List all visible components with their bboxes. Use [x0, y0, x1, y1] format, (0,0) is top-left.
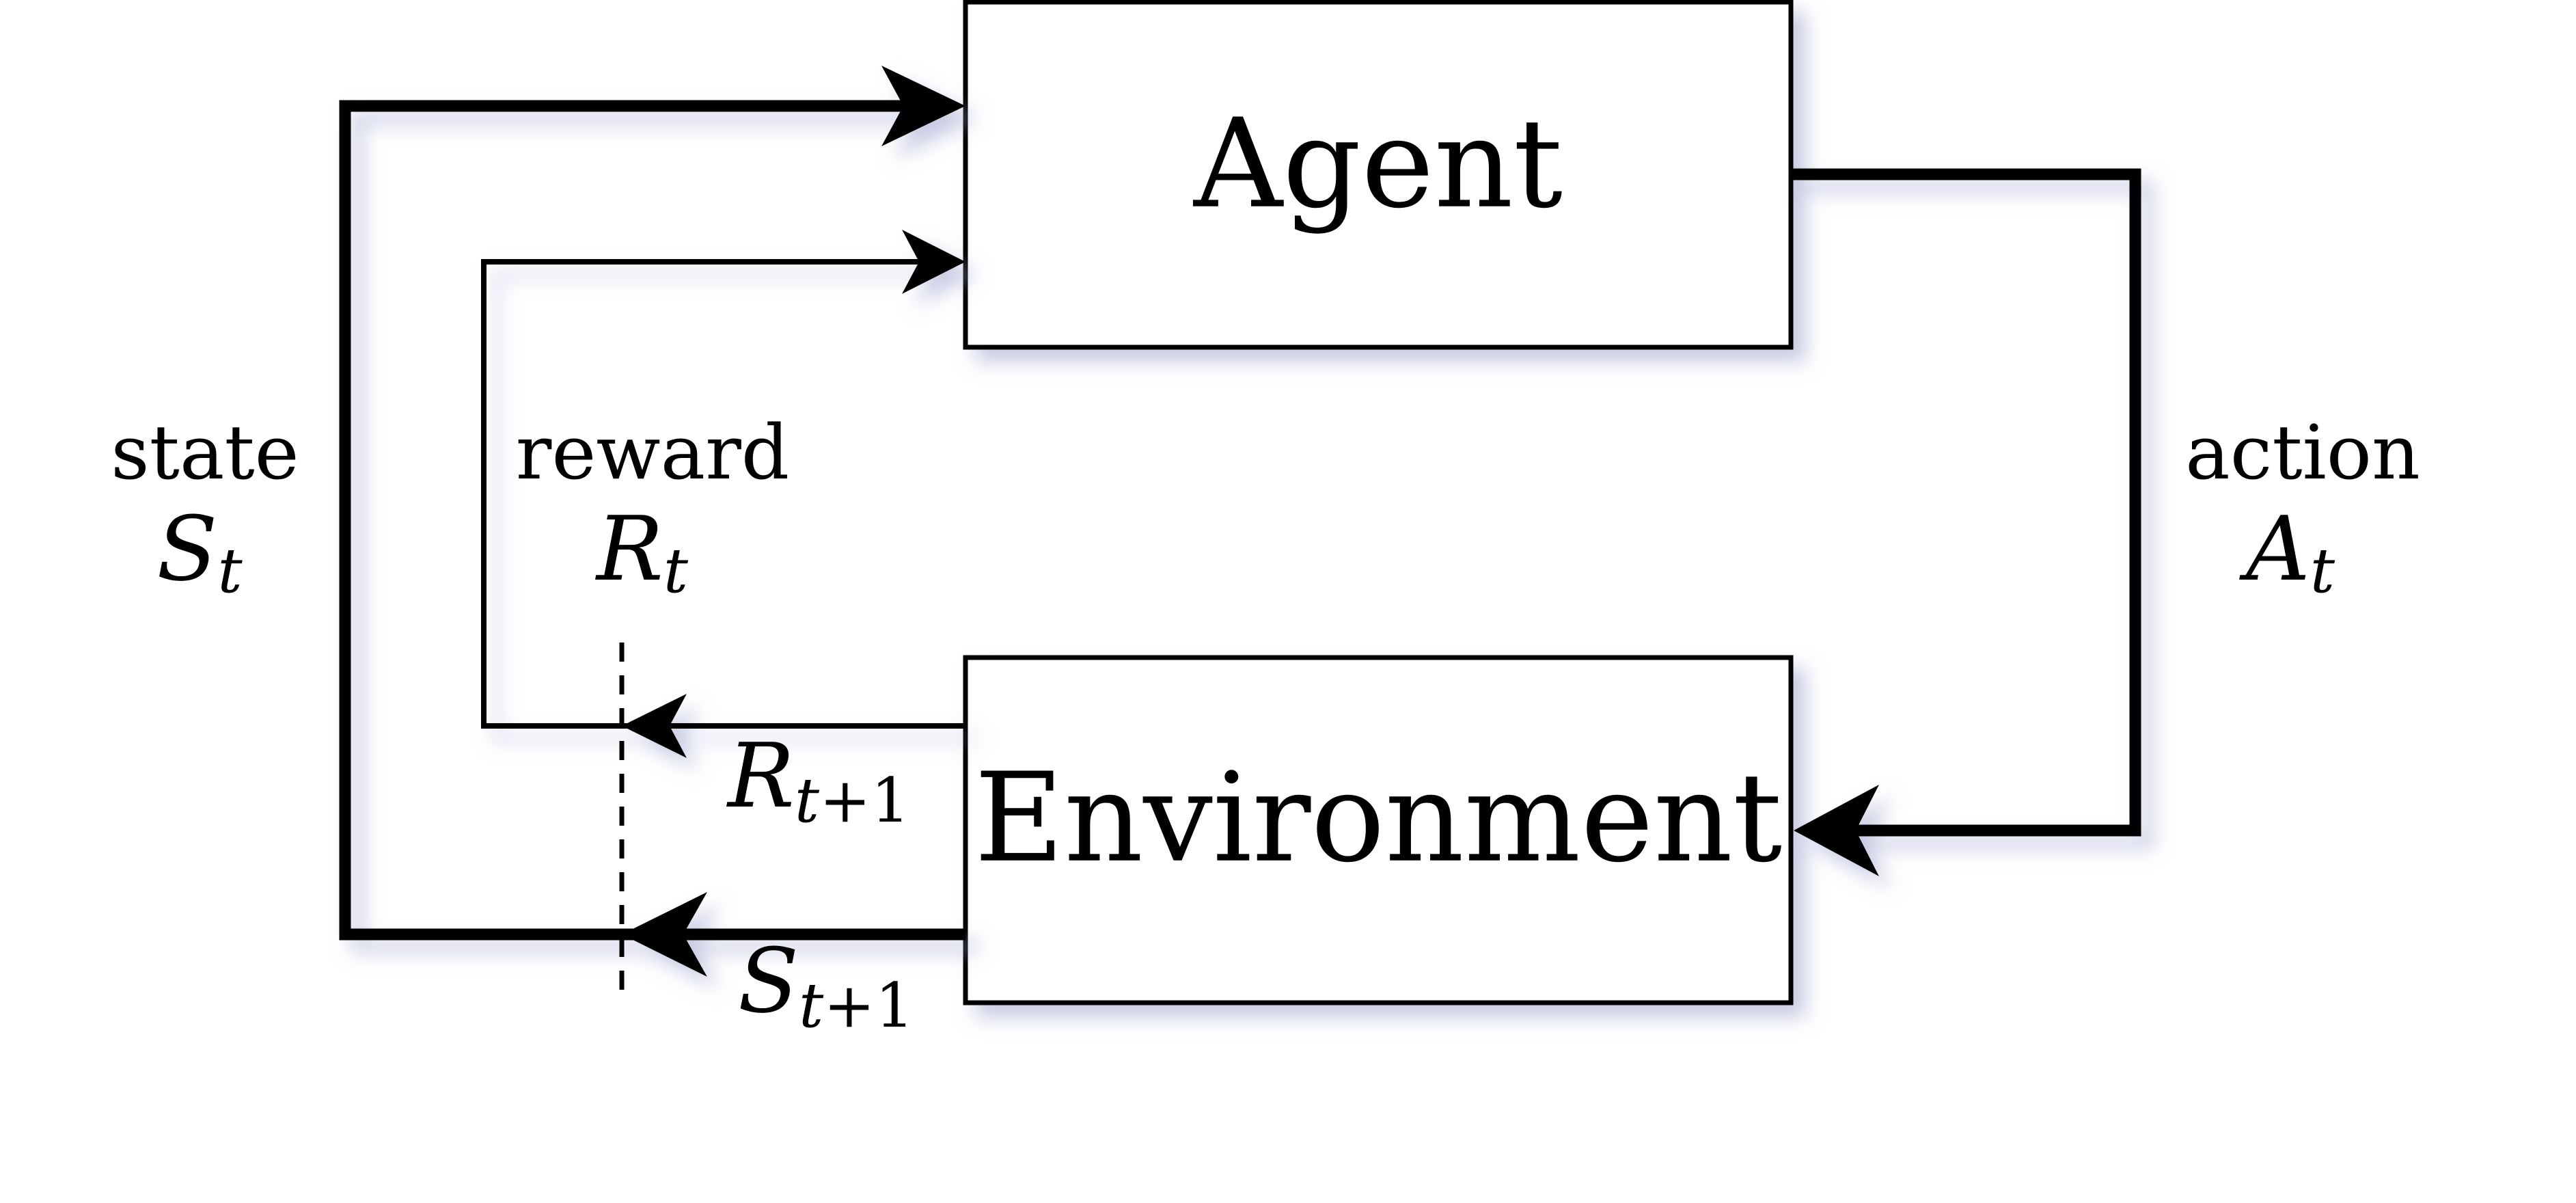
next-reward-symbol: Rt+1: [726, 724, 910, 837]
action-arrow: [1791, 168, 2141, 876]
environment-box: [963, 655, 1794, 1005]
agent-label: Agent: [1192, 93, 1563, 236]
action-symbol: At: [2239, 497, 2335, 607]
reward-arrow: [481, 230, 965, 758]
next-state-symbol: St+1: [738, 929, 914, 1042]
state-label: state: [111, 409, 299, 496]
agent-box: [963, 0, 1794, 350]
environment-label: Environment: [974, 747, 1782, 890]
action-label: action: [2185, 409, 2420, 496]
reward-symbol: Rt: [595, 497, 689, 607]
state-arrow: [339, 66, 965, 977]
reward-label: reward: [516, 409, 789, 496]
state-symbol: St: [156, 497, 243, 607]
